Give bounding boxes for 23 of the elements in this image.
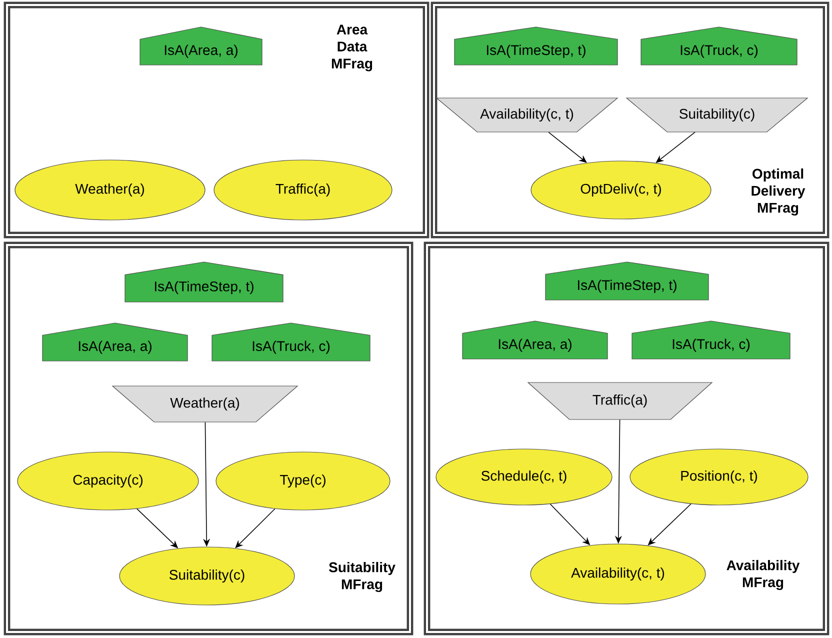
- ellipse-node: Traffic(a): [214, 160, 392, 220]
- pentagon-node: IsA(TimeStep, t): [545, 262, 709, 300]
- ellipse-node: Position(c, t): [630, 448, 808, 506]
- pentagon-node: IsA(TimeStep, t): [124, 262, 284, 302]
- ellipse-node: Availability(c, t): [530, 544, 706, 604]
- arrow: [548, 132, 587, 163]
- pentagon-node: IsA(Area, a): [42, 322, 188, 362]
- panel-title: Area Data MFrag: [332, 24, 372, 72]
- panel-title: Suitability MFrag: [328, 562, 396, 592]
- ellipse-node: Suitability(c): [119, 546, 295, 606]
- pentagon-node: IsA(Truck, c): [632, 320, 790, 360]
- panel-title: Availability MFrag: [726, 560, 800, 590]
- ellipse-node: OptDeliv(c, t): [530, 160, 712, 220]
- pentagon-node: IsA(Truck, c): [212, 322, 370, 362]
- pentagon-node: IsA(Area, a): [140, 26, 262, 66]
- panel-title: Optimal Delivery MFrag: [752, 168, 806, 216]
- ellipse-node: Schedule(c, t): [436, 448, 612, 506]
- ellipse-node: Type(c): [216, 452, 390, 510]
- pentagon-node: IsA(Area, a): [462, 320, 608, 360]
- ellipse-node: Capacity(c): [17, 452, 199, 510]
- ellipse-node: Weather(a): [14, 160, 206, 220]
- pentagon-node: IsA(TimeStep, t): [454, 26, 618, 66]
- pentagon-node: IsA(Truck, c): [640, 26, 798, 66]
